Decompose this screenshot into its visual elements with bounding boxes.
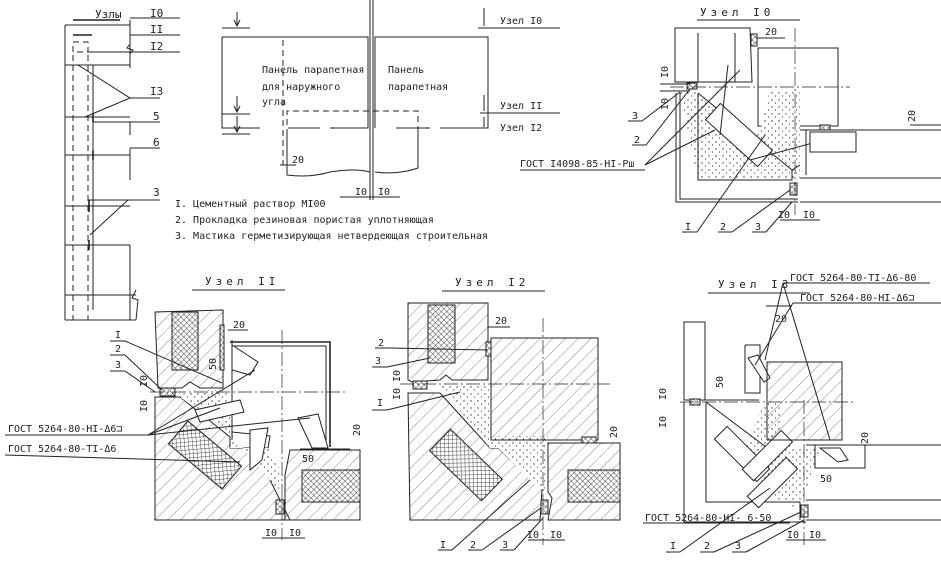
- panel-label: Панель: [388, 65, 424, 76]
- gost-label: ГОСТ I4098-85-HI-Рш: [520, 159, 634, 170]
- panel-label: парапетная: [388, 82, 448, 93]
- callout-label: I: [440, 540, 446, 551]
- dim-label: 20: [765, 27, 777, 38]
- dim-label: 20: [609, 426, 620, 438]
- dim-label: I0: [355, 187, 367, 198]
- panel-corner-label: для наружного: [262, 82, 340, 93]
- dim-label: 20: [860, 432, 871, 444]
- callout-label: 3: [115, 360, 121, 371]
- callout-label: 2: [720, 222, 726, 233]
- dim-label: I0: [289, 528, 301, 539]
- dim-label: I0: [265, 528, 277, 539]
- gost-label: ГОСТ 5264-80-HI- 6-50: [645, 513, 771, 524]
- scheme-title: Узлы: [95, 8, 122, 21]
- scheme-label: 5: [153, 110, 160, 123]
- scheme-label: I3: [150, 85, 163, 98]
- node-12-detail: Узел I2 20 20 I0 I0 I0 I0 2 3 I I: [372, 276, 621, 551]
- callout-label: 3: [755, 222, 761, 233]
- dim-label: I0: [527, 530, 539, 541]
- dim-label: 20: [233, 320, 245, 331]
- node-13-detail: Узел I3 20 50 50 20 I0 I0 I0 I0: [643, 273, 941, 553]
- callout-label: 2: [704, 541, 710, 552]
- callout-label: 2: [470, 540, 476, 551]
- dim-label: 50: [715, 376, 726, 388]
- dim-label: I0: [778, 210, 790, 221]
- node-title: Узел I3: [718, 278, 792, 291]
- scheme-label: 3: [153, 186, 160, 199]
- dim-label: I0: [392, 388, 403, 400]
- parapet-elevation: 20 I0 I0 Панель парапетная для наружного…: [221, 0, 560, 200]
- dim-label: 20: [292, 155, 304, 166]
- node-title: Узел I0: [700, 6, 774, 19]
- nodes-scheme: Узлы I0 II I2: [64, 7, 180, 321]
- scheme-label: I2: [150, 40, 163, 53]
- scheme-label: I0: [150, 7, 163, 20]
- dim-label: 50: [208, 358, 219, 370]
- panel-corner-label: Панель парапетная: [262, 65, 364, 76]
- callout-label: 3: [735, 541, 741, 552]
- gost-label: ГОСТ 5264-80-TI-Δ6-80: [790, 273, 916, 284]
- node-ref-label: Узел I0: [500, 16, 542, 27]
- dim-label: I0: [550, 530, 562, 541]
- callout-label: 2: [378, 338, 384, 349]
- dim-label: 20: [907, 110, 918, 122]
- dim-label: I0: [660, 66, 671, 78]
- dim-label: I0: [392, 370, 403, 382]
- node-title: Узел II: [205, 275, 279, 288]
- callout-label: 3: [632, 111, 638, 122]
- gost-label: ГОСТ 5264-80-HI-Δ6⊐: [800, 293, 914, 304]
- node-11-detail: Узел II 20 50 50 20 I0 I0 I0 I0 I: [4, 275, 363, 540]
- legend-item: 2. Прокладка резиновая пористая уплотняю…: [175, 215, 434, 226]
- dim-label: I0: [658, 388, 669, 400]
- node-title: Узел I2: [455, 276, 529, 289]
- dim-label: I0: [660, 98, 671, 110]
- panel-corner-label: угла: [262, 97, 286, 108]
- dim-label: 50: [302, 454, 314, 465]
- dim-label: I0: [378, 187, 390, 198]
- node-ref-label: Узел II: [500, 101, 542, 112]
- legend-item: 3. Мастика герметизирующая нетвердеющая …: [175, 231, 488, 242]
- dim-label: I0: [809, 530, 821, 541]
- dim-label: I0: [803, 210, 815, 221]
- callout-label: I: [670, 541, 676, 552]
- materials-legend: I. Цементный раствор MI00 2. Прокладка р…: [175, 198, 488, 242]
- callout-label: 2: [115, 344, 121, 355]
- dim-label: I0: [139, 400, 150, 412]
- node-ref-label: Узел I2: [500, 123, 542, 134]
- callout-label: 3: [375, 356, 381, 367]
- dim-label: 20: [775, 314, 787, 325]
- callout-label: 3: [502, 540, 508, 551]
- dim-label: I0: [658, 416, 669, 428]
- legend-item: I. Цементный раствор MI00: [175, 198, 326, 210]
- callout-label: I: [115, 330, 121, 341]
- scheme-label: II: [150, 23, 163, 36]
- gost-label: ГОСТ 5264-80-HI-Δ6⊐: [8, 424, 122, 435]
- callout-label: I: [685, 222, 691, 233]
- dim-label: I0: [787, 530, 799, 541]
- scheme-label: 6: [153, 136, 160, 149]
- node-10-detail: Узел I0 I0 I0 20 20 I0 I0: [520, 6, 941, 233]
- dim-label: 20: [352, 424, 363, 436]
- dim-label: I0: [139, 375, 150, 387]
- callout-label: I: [377, 398, 383, 409]
- dim-label: 50: [820, 474, 832, 485]
- dim-label: 20: [495, 316, 507, 327]
- gost-label: ГОСТ 5264-80-TI-Δ6: [8, 444, 116, 455]
- callout-label: 2: [634, 135, 640, 146]
